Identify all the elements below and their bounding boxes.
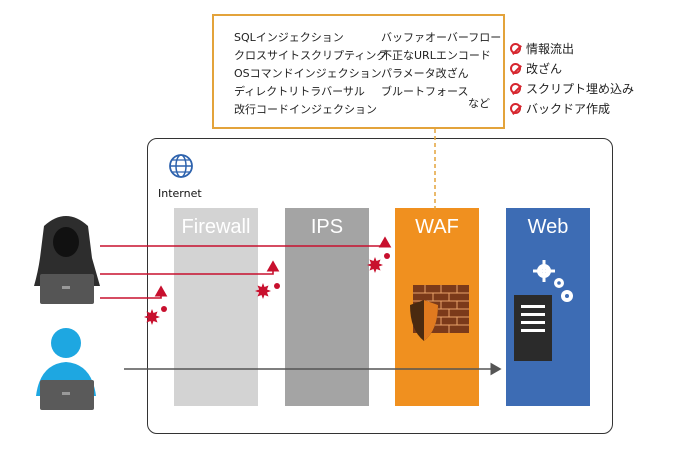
threat-item: スクリプト埋め込み <box>510 78 634 98</box>
attack-item: バッファオーバーフロー <box>381 31 502 44</box>
threat-item: バックドア作成 <box>510 98 634 118</box>
prohibited-icon <box>510 102 521 114</box>
attack-item: SQLインジェクション <box>234 31 344 44</box>
threat-item: 改ざん <box>510 58 634 78</box>
gear-icon <box>533 260 555 282</box>
attack-item: クロスサイトスクリプティング <box>234 49 388 62</box>
network-frame <box>147 138 613 434</box>
attack-etc-label: など <box>468 97 490 110</box>
threat-label: バックドア作成 <box>526 101 611 116</box>
prohibited-icon <box>510 42 521 54</box>
user-icon <box>36 328 96 410</box>
attack-arrow-firewall <box>100 285 168 299</box>
threat-list: 情報流出 改ざん スクリプト埋め込み バックドア作成 <box>510 38 634 118</box>
hacker-icon <box>34 216 100 304</box>
threat-label: 情報流出 <box>526 41 575 56</box>
web-label: Web <box>527 216 569 238</box>
firewall-layer: Firewall <box>174 208 258 406</box>
burst-icon <box>144 306 167 325</box>
server-icon <box>514 295 552 361</box>
prohibited-icon <box>510 62 521 74</box>
attack-item: ディレクトリトラバーサル <box>234 85 365 98</box>
gear-icon <box>561 290 573 302</box>
shield-icon <box>410 300 438 341</box>
threat-label: 改ざん <box>526 61 563 76</box>
attack-arrow-ips <box>100 260 280 275</box>
attack-arrow-waf <box>100 236 392 248</box>
attack-item: ブルートフォース <box>381 85 469 98</box>
attack-types-box: SQLインジェクション クロスサイトスクリプティング OSコマンドインジェクショ… <box>212 14 505 129</box>
attack-item: 改行コードインジェクション <box>234 103 377 116</box>
attack-item: 不正なURLエンコード <box>381 49 491 62</box>
threat-label: スクリプト埋め込み <box>526 81 635 96</box>
firewall-label: Firewall <box>181 216 251 238</box>
ips-label: IPS <box>310 216 344 238</box>
internet-label: Internet <box>158 187 202 200</box>
burst-icon <box>255 283 280 299</box>
prohibited-icon <box>510 82 521 94</box>
globe-icon <box>169 154 193 178</box>
gear-icon <box>554 278 564 288</box>
waf-label: WAF <box>415 216 459 238</box>
attack-item: OSコマンドインジェクション <box>234 67 382 80</box>
ips-layer: IPS <box>285 208 369 406</box>
attack-item: パラメータ改ざん <box>381 67 469 80</box>
burst-icon <box>367 253 390 273</box>
threat-item: 情報流出 <box>510 38 634 58</box>
